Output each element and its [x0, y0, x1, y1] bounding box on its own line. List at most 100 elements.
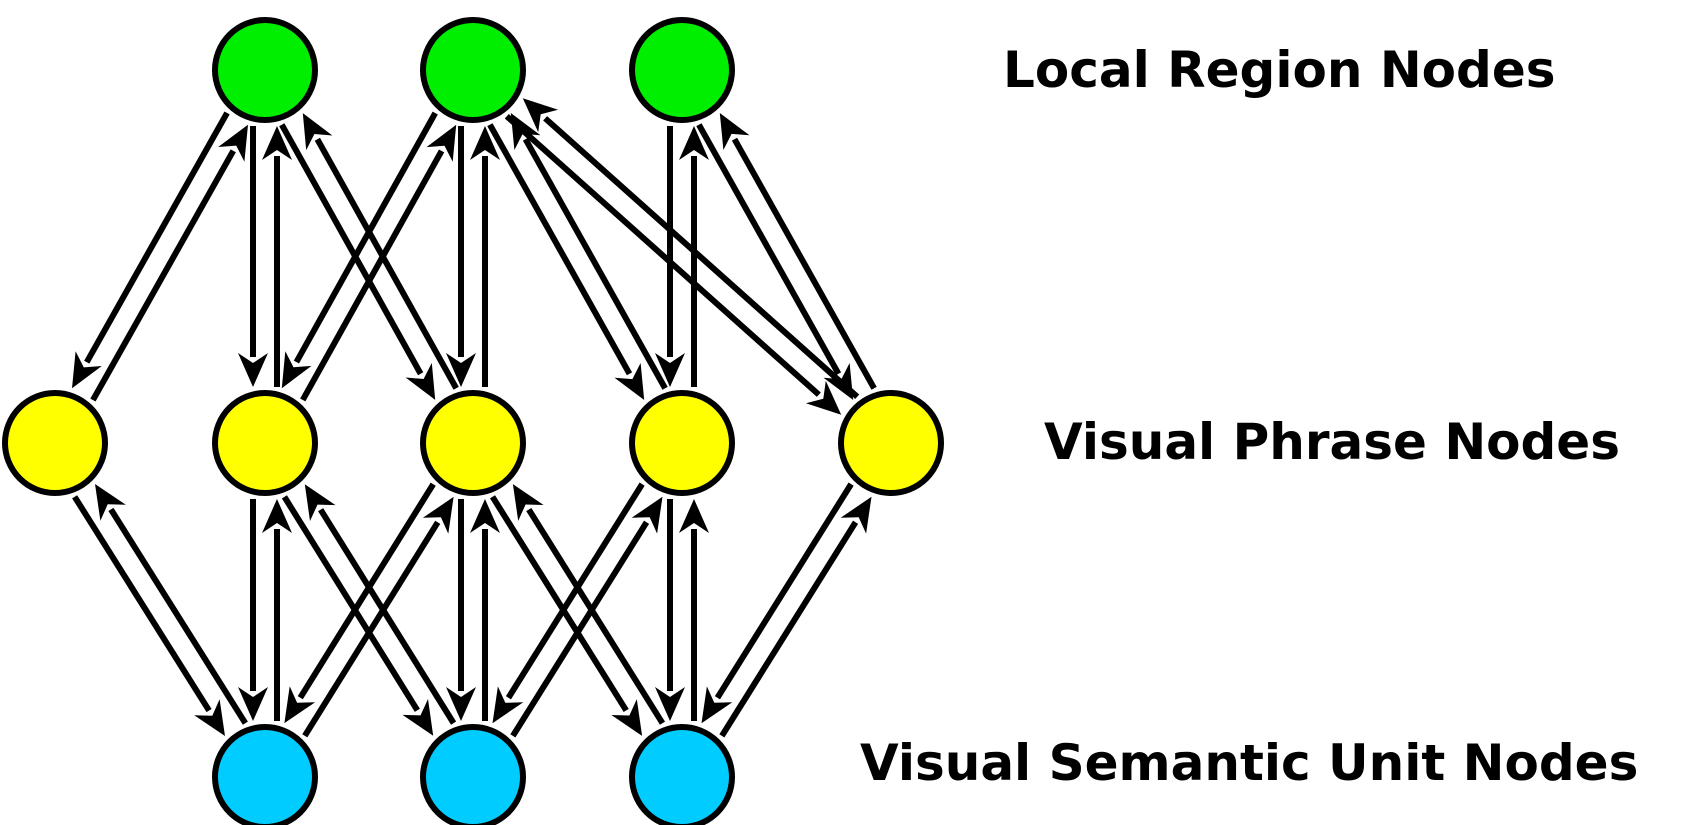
edge-arrow-8-forward [696, 123, 854, 400]
edge-line [714, 482, 854, 700]
edge-arrow-6-forward [504, 114, 842, 415]
arrowhead [238, 353, 268, 387]
edge-arrow-17-backward [701, 482, 854, 724]
arrowhead [284, 686, 316, 724]
edge-arrow-2-backward [302, 113, 459, 390]
arrowhead [422, 496, 454, 534]
arrowhead [701, 686, 733, 724]
arrowhead [719, 113, 750, 150]
visual-phrase-node-1 [2, 390, 108, 496]
edge-line [84, 111, 230, 364]
arrowhead [281, 351, 312, 389]
arrowhead [302, 113, 333, 151]
edge-line [108, 507, 248, 725]
arrowhead [611, 699, 643, 736]
arrowhead [218, 124, 248, 162]
arrowhead [840, 496, 872, 534]
label-visual-phrase-nodes: Visual Phrase Nodes [1044, 413, 1620, 471]
arrowhead [304, 484, 336, 521]
edge-arrow-15-backward [489, 495, 643, 736]
edge-arrow-11-forward [302, 496, 454, 738]
visual-semantic-unit-node-3 [629, 724, 735, 825]
edge-arrow-16-forward [679, 499, 709, 721]
arrowhead [614, 363, 645, 400]
arrowhead [823, 363, 854, 400]
edge-arrow-6-backward [522, 98, 860, 399]
arrowhead [194, 699, 225, 736]
edge-arrow-7-forward [655, 126, 685, 387]
edge-arrow-10-backward [238, 499, 268, 721]
edge-arrow-5-forward [487, 123, 645, 400]
label-local-region-nodes: Local Region Nodes [1003, 41, 1556, 99]
edge-line [487, 123, 633, 376]
edge-arrow-14-backward [492, 482, 645, 724]
arrowhead [262, 499, 292, 533]
edge-line [522, 137, 668, 390]
edge-arrow-10-forward [262, 499, 292, 721]
arrowhead [522, 98, 559, 133]
edge-line [526, 507, 666, 725]
edge-line [489, 495, 629, 713]
edge-line [314, 137, 459, 390]
arrowhead [446, 353, 476, 387]
edge-arrow-13-forward [470, 499, 500, 721]
edge-arrow-1-backward [262, 126, 292, 387]
arrowhead [238, 687, 268, 721]
arrowhead [470, 126, 500, 160]
edge-line [279, 123, 424, 376]
edge-line [696, 123, 842, 376]
edge-line [504, 114, 821, 397]
arrowhead [72, 351, 102, 389]
edge-line [510, 520, 650, 738]
edge-arrow-16-backward [655, 499, 685, 721]
edge-arrow-12-forward [304, 484, 457, 725]
arrowhead [402, 699, 434, 736]
arrowhead [805, 380, 842, 415]
arrowhead [679, 499, 709, 533]
edge-arrow-8-backward [719, 113, 877, 390]
edge-line [281, 495, 420, 712]
edge-line [543, 116, 860, 399]
edge-arrow-15-forward [512, 484, 666, 725]
visual-phrase-node-2 [212, 390, 318, 496]
edges-group [72, 98, 877, 738]
edge-arrow-1-forward [238, 126, 268, 387]
edge-line [719, 520, 859, 738]
nodes-group [2, 17, 944, 825]
edge-arrow-0-backward [90, 124, 248, 402]
edge-arrow-13-backward [446, 499, 476, 721]
arrowhead [655, 687, 685, 721]
edge-arrow-17-forward [719, 496, 872, 738]
edge-line [731, 137, 877, 390]
edge-arrow-3-backward [300, 124, 457, 402]
arrowhead [446, 687, 476, 721]
edge-arrow-4-backward [470, 126, 500, 387]
edge-arrow-7-backward [679, 126, 709, 387]
arrowhead [512, 484, 544, 521]
visual-semantic-unit-node-2 [420, 724, 526, 825]
arrowhead [492, 686, 524, 724]
edge-arrow-3-forward [281, 111, 438, 389]
edge-line [297, 482, 436, 700]
edge-arrow-9-forward [95, 484, 248, 725]
edge-line [293, 111, 438, 364]
local-region-node-3 [629, 17, 735, 123]
arrowhead [426, 124, 457, 162]
edge-line [505, 482, 645, 700]
arrowhead [470, 499, 500, 533]
arrowhead [655, 353, 685, 387]
label-visual-semantic-unit-nodes: Visual Semantic Unit Nodes [860, 734, 1638, 792]
edge-line [90, 149, 236, 402]
edge-arrow-12-backward [281, 495, 434, 736]
local-region-node-1 [212, 17, 318, 123]
edge-line [300, 149, 445, 402]
visual-phrase-node-4 [629, 390, 735, 496]
arrowhead [95, 484, 126, 521]
edge-arrow-4-forward [446, 126, 476, 387]
edge-line [302, 520, 441, 738]
edge-line [318, 508, 457, 725]
edge-arrow-0-forward [72, 111, 230, 389]
arrowhead [262, 126, 292, 160]
edge-arrow-9-backward [72, 495, 225, 736]
